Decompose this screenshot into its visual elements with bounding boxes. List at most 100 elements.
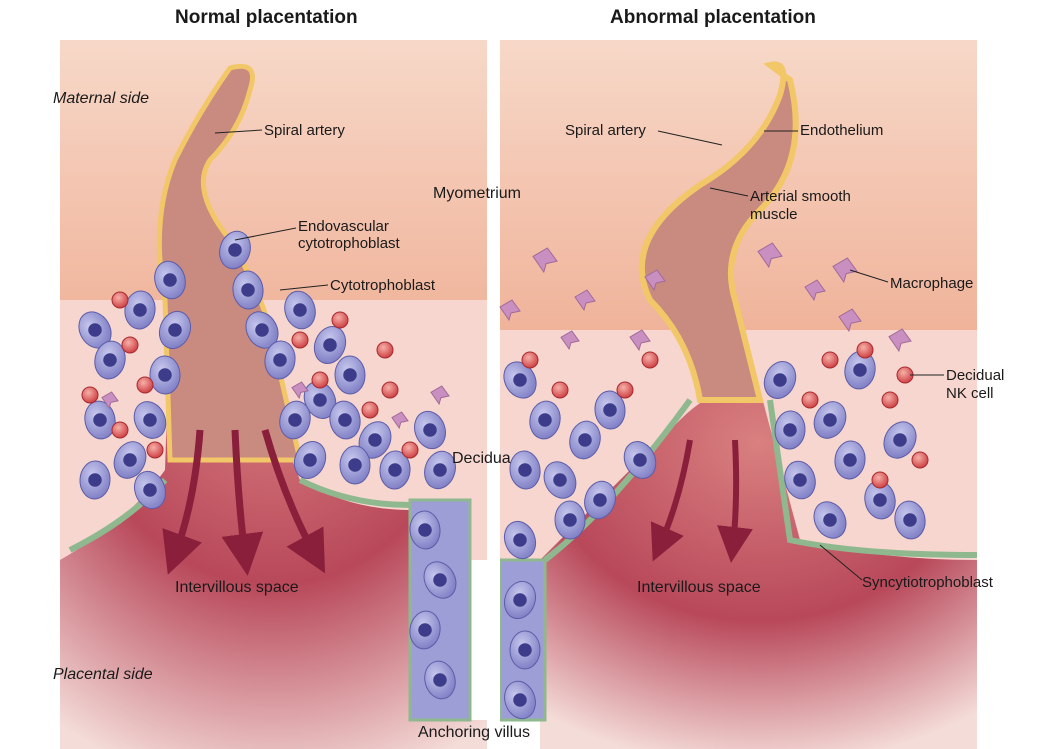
nk-cell — [311, 371, 329, 389]
cell-nucleus — [255, 323, 269, 337]
cell-nucleus — [123, 453, 137, 467]
maternal-side-label: Maternal side — [53, 90, 150, 107]
macrophage-cell — [101, 391, 119, 410]
endovascular-label-line2: cytotrophoblast — [298, 235, 400, 252]
cell-nucleus — [288, 413, 302, 427]
nk-cell — [521, 351, 539, 369]
nk-cell — [871, 471, 889, 489]
nk-cell — [331, 311, 349, 329]
cell-nucleus — [593, 493, 607, 507]
cell-nucleus — [293, 303, 307, 317]
nk-cell — [616, 381, 634, 399]
cell-nucleus — [518, 463, 532, 477]
cell-nucleus — [538, 413, 552, 427]
cell-nucleus — [893, 433, 907, 447]
nk-cell-label-line1: Decidual — [946, 367, 1005, 384]
macrophage-cell — [888, 328, 912, 353]
macrophage-cell — [838, 308, 862, 333]
cell-nucleus — [143, 413, 157, 427]
smooth-muscle-label-line1: Arterial smooth — [750, 188, 851, 205]
cell-nucleus — [823, 413, 837, 427]
cell-nucleus — [343, 368, 357, 382]
cell-nucleus — [93, 413, 107, 427]
cell-nucleus — [518, 643, 532, 657]
cell-nucleus — [633, 453, 647, 467]
macrophage-cell — [499, 299, 521, 322]
macrophage-label: Macrophage — [890, 275, 974, 292]
cell-nucleus — [368, 433, 382, 447]
leader-spiral-artery-right — [657, 130, 723, 146]
leader-macrophage — [849, 269, 889, 283]
cell-nucleus — [228, 243, 242, 257]
cell-nucleus — [338, 413, 352, 427]
nk-cell-label-line2: NK cell — [946, 385, 994, 402]
left-anchoring-villus — [408, 498, 472, 722]
macrophage-cell — [644, 269, 666, 292]
nk-cell — [551, 381, 569, 399]
intervillous-label-right: Intervillous space — [637, 579, 761, 596]
cell-nucleus — [513, 533, 527, 547]
leader-endovascular — [234, 227, 297, 241]
cell-nucleus — [793, 473, 807, 487]
nk-cell — [856, 341, 874, 359]
right-panel — [498, 40, 978, 749]
nk-cell — [146, 441, 164, 459]
cell-nucleus — [88, 323, 102, 337]
nk-cell — [401, 441, 419, 459]
macrophage-cell — [532, 247, 558, 274]
title-normal: Normal placentation — [175, 7, 358, 28]
spiral-artery-label-left: Spiral artery — [264, 122, 345, 139]
cell-nucleus — [168, 323, 182, 337]
anchoring-villus-label: Anchoring villus — [418, 724, 531, 741]
cell-nucleus — [783, 423, 797, 437]
macrophage-cell — [391, 411, 409, 430]
cell-nucleus — [553, 473, 567, 487]
leader-cytotrophoblast — [279, 284, 329, 291]
cell-nucleus — [158, 368, 172, 382]
cell-nucleus — [133, 303, 147, 317]
leader-spiral-artery-left — [214, 129, 263, 134]
cell-nucleus — [433, 673, 447, 687]
nk-cell — [911, 451, 929, 469]
macrophage-cell — [574, 289, 596, 312]
cell-nucleus — [388, 463, 402, 477]
cell-nucleus — [143, 483, 157, 497]
cell-layer — [78, 230, 929, 720]
left-panel — [60, 40, 487, 749]
cell-nucleus — [88, 473, 102, 487]
cell-nucleus — [563, 513, 577, 527]
nk-cell — [136, 376, 154, 394]
cell-nucleus — [823, 513, 837, 527]
left-intervillous-space — [60, 279, 487, 749]
nk-cell — [361, 401, 379, 419]
macrophage-cell — [560, 330, 580, 351]
endothelium-label: Endothelium — [800, 122, 884, 139]
macrophage-cell — [832, 257, 858, 284]
placental-side-label: Placental side — [53, 666, 153, 683]
cell-nucleus — [418, 523, 432, 537]
cell-nucleus — [603, 403, 617, 417]
leader-smooth-muscle — [709, 187, 749, 197]
cell-nucleus — [578, 433, 592, 447]
smooth-muscle-label-line2: muscle — [750, 206, 798, 223]
flow-arrow — [717, 439, 753, 563]
cell-nucleus — [323, 338, 337, 352]
flow-arrow — [261, 429, 326, 574]
cell-nucleus — [163, 273, 177, 287]
macrophage-cell — [291, 381, 309, 400]
nk-cell — [821, 351, 839, 369]
cytotrophoblast-label: Cytotrophoblast — [330, 277, 436, 294]
endovascular-label-line1: Endovascular — [298, 218, 389, 235]
right-spiral-artery — [638, 61, 799, 403]
cell-nucleus — [241, 283, 255, 297]
cell-nucleus — [853, 363, 867, 377]
panel-divider — [487, 0, 500, 749]
nk-cell — [381, 381, 399, 399]
cell-nucleus — [103, 353, 117, 367]
flow-arrow — [650, 439, 693, 562]
cell-nucleus — [773, 373, 787, 387]
cell-nucleus — [513, 693, 527, 707]
nk-cell — [881, 391, 899, 409]
leader-lines — [214, 129, 944, 581]
cell-nucleus — [433, 463, 447, 477]
